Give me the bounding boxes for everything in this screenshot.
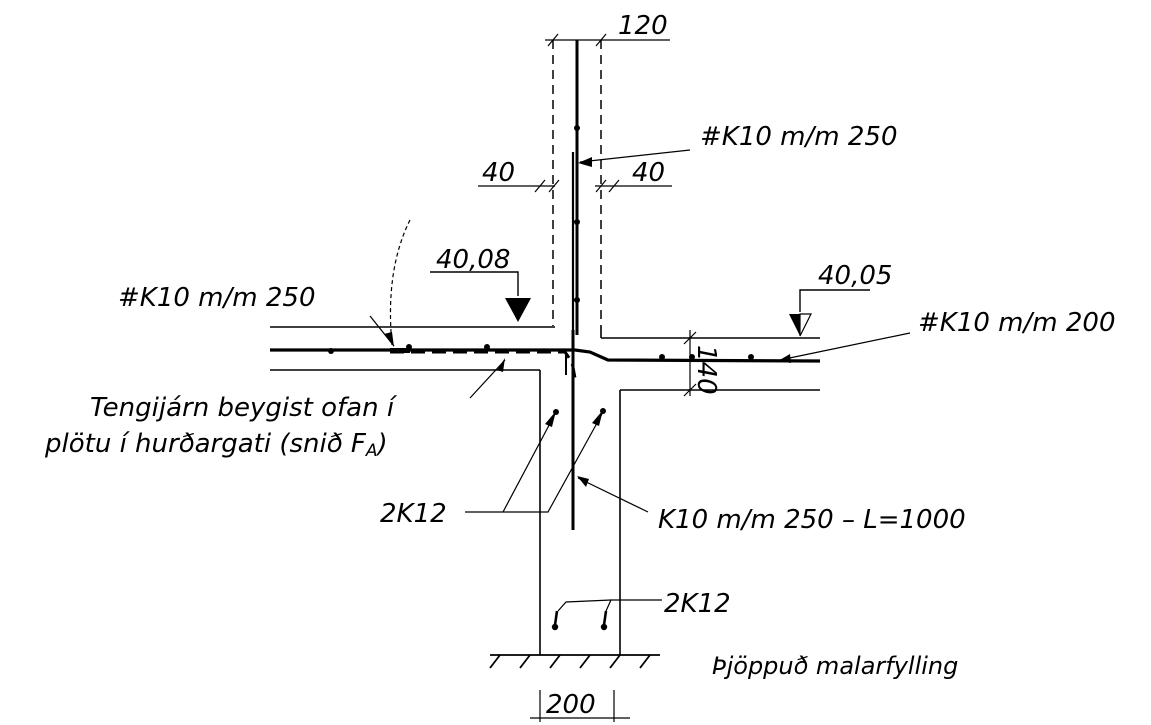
upper-wall-outline <box>552 40 602 326</box>
dim-slab-thickness-label: 140 <box>691 345 721 395</box>
slab-left-rebar-label: #K10 m/m 250 <box>118 283 316 313</box>
level-right-label: 40,05 <box>818 261 892 291</box>
leader-arrows <box>384 157 791 487</box>
dim-footing-width <box>530 690 630 722</box>
dowel-note-subscript: A <box>365 441 378 461</box>
lap-block <box>390 348 410 353</box>
level-marker-right <box>789 289 870 337</box>
level-marker-left <box>430 271 531 322</box>
slab-main-rebar <box>270 348 821 363</box>
footing-bars-upper-label: 2K12 <box>380 499 447 529</box>
dowel-note-close: ) <box>376 429 388 459</box>
dim-offsets <box>478 179 672 193</box>
dim-slab-thickness <box>683 330 697 397</box>
dowel-note-line1: Tengijárn beygist ofan í <box>90 393 398 423</box>
wall-mesh-label: #K10 m/m 250 <box>700 122 898 152</box>
footing-outline <box>539 370 621 655</box>
dim-footing-width-label: 200 <box>546 690 596 720</box>
floor-slab-outline <box>270 326 820 391</box>
dim-wall-thickness-label: 120 <box>618 11 668 41</box>
ground-fill-label: Þjöppuð malarfylling <box>712 652 958 680</box>
ground-line <box>489 654 660 669</box>
level-left-label: 40,08 <box>436 245 510 275</box>
dowel-bent-bar <box>390 350 577 379</box>
leader-lines <box>369 149 911 612</box>
dowel-note-line2: plötu í hurðargati (snið FA) <box>44 429 388 461</box>
dim-wall-thickness <box>545 33 670 47</box>
dim-offset-right-label: 40 <box>632 158 665 188</box>
footing-bars-lower-label: 2K12 <box>664 589 731 619</box>
dowel-note-line2-main: plötu í hurðargati (snið F <box>44 429 367 459</box>
slab-right-rebar-label: #K10 m/m 200 <box>918 308 1116 338</box>
footing-rebar-dots <box>551 408 608 631</box>
dowel-bar-label: K10 m/m 250 – L=1000 <box>658 505 966 535</box>
dim-offset-left-label: 40 <box>482 158 515 188</box>
wall-rebar-dots <box>574 125 580 303</box>
footing-bar-ticks <box>553 610 608 626</box>
